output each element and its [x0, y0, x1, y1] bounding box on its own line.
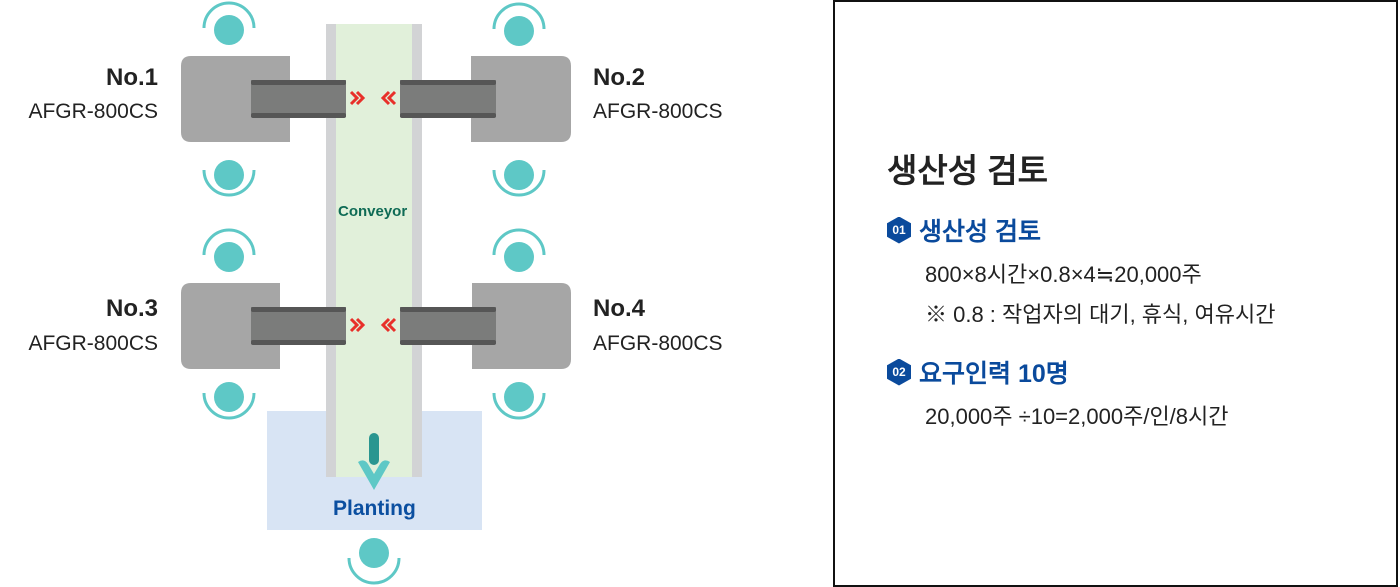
machine-1-model: AFGR-800CS: [28, 100, 158, 123]
worker-icons: [214, 15, 534, 568]
section-1-line-1: 800×8시간×0.8×4≒20,000주: [925, 262, 1202, 287]
conveyor-rail-left: [326, 24, 336, 477]
machine-2-name: No.2: [593, 64, 646, 91]
worker-icon: [504, 160, 534, 190]
worker-icon: [214, 382, 244, 412]
chevron-right-icon: [349, 90, 366, 333]
machine-4-name: No.4: [593, 295, 646, 322]
productivity-panel: 생산성 검토 01 생산성 검토 800×8시간×0.8×4≒20,000주 ※…: [833, 0, 1398, 587]
machine-1-name: No.1: [105, 64, 158, 91]
conveyor-rail-right: [412, 24, 422, 477]
section-2-heading: 02 요구인력 10명: [887, 354, 1069, 390]
section-2-line-1: 20,000주 ÷10=2,000주/인/8시간: [925, 404, 1229, 429]
section-1-title: 생산성 검토: [919, 218, 1041, 246]
section-2-title: 요구인력 10명: [919, 360, 1069, 388]
panel-title: 생산성 검토: [887, 152, 1048, 189]
conveyor-belt: [336, 24, 412, 477]
worker-icon: [359, 538, 389, 568]
worker-icon: [504, 242, 534, 272]
machine-3-model: AFGR-800CS: [28, 332, 158, 355]
badge-02-icon: 02: [887, 358, 911, 386]
process-layout-diagram: [181, 1, 571, 585]
worker-icon: [504, 16, 534, 46]
chevron-left-icon: [380, 90, 397, 333]
badge-01-icon: 01: [887, 216, 911, 244]
worker-icon: [504, 382, 534, 412]
machine-2-model: AFGR-800CS: [593, 100, 723, 123]
machine-4-model: AFGR-800CS: [593, 332, 723, 355]
planting-label: Planting: [333, 497, 416, 520]
machine-3-name: No.3: [105, 295, 158, 322]
down-arrow-icon: [358, 433, 390, 490]
machine-3: [181, 283, 346, 369]
machine-2: [400, 56, 571, 142]
machine-4: [400, 283, 571, 369]
section-1-line-2: ※ 0.8 : 작업자의 대기, 휴식, 여유시간: [925, 302, 1276, 327]
worker-icon: [214, 242, 244, 272]
worker-icon: [214, 160, 244, 190]
worker-icon: [214, 15, 244, 45]
machine-1: [181, 56, 346, 142]
conveyor-label: Conveyor: [338, 203, 408, 220]
section-1-heading: 01 생산성 검토: [887, 212, 1041, 248]
